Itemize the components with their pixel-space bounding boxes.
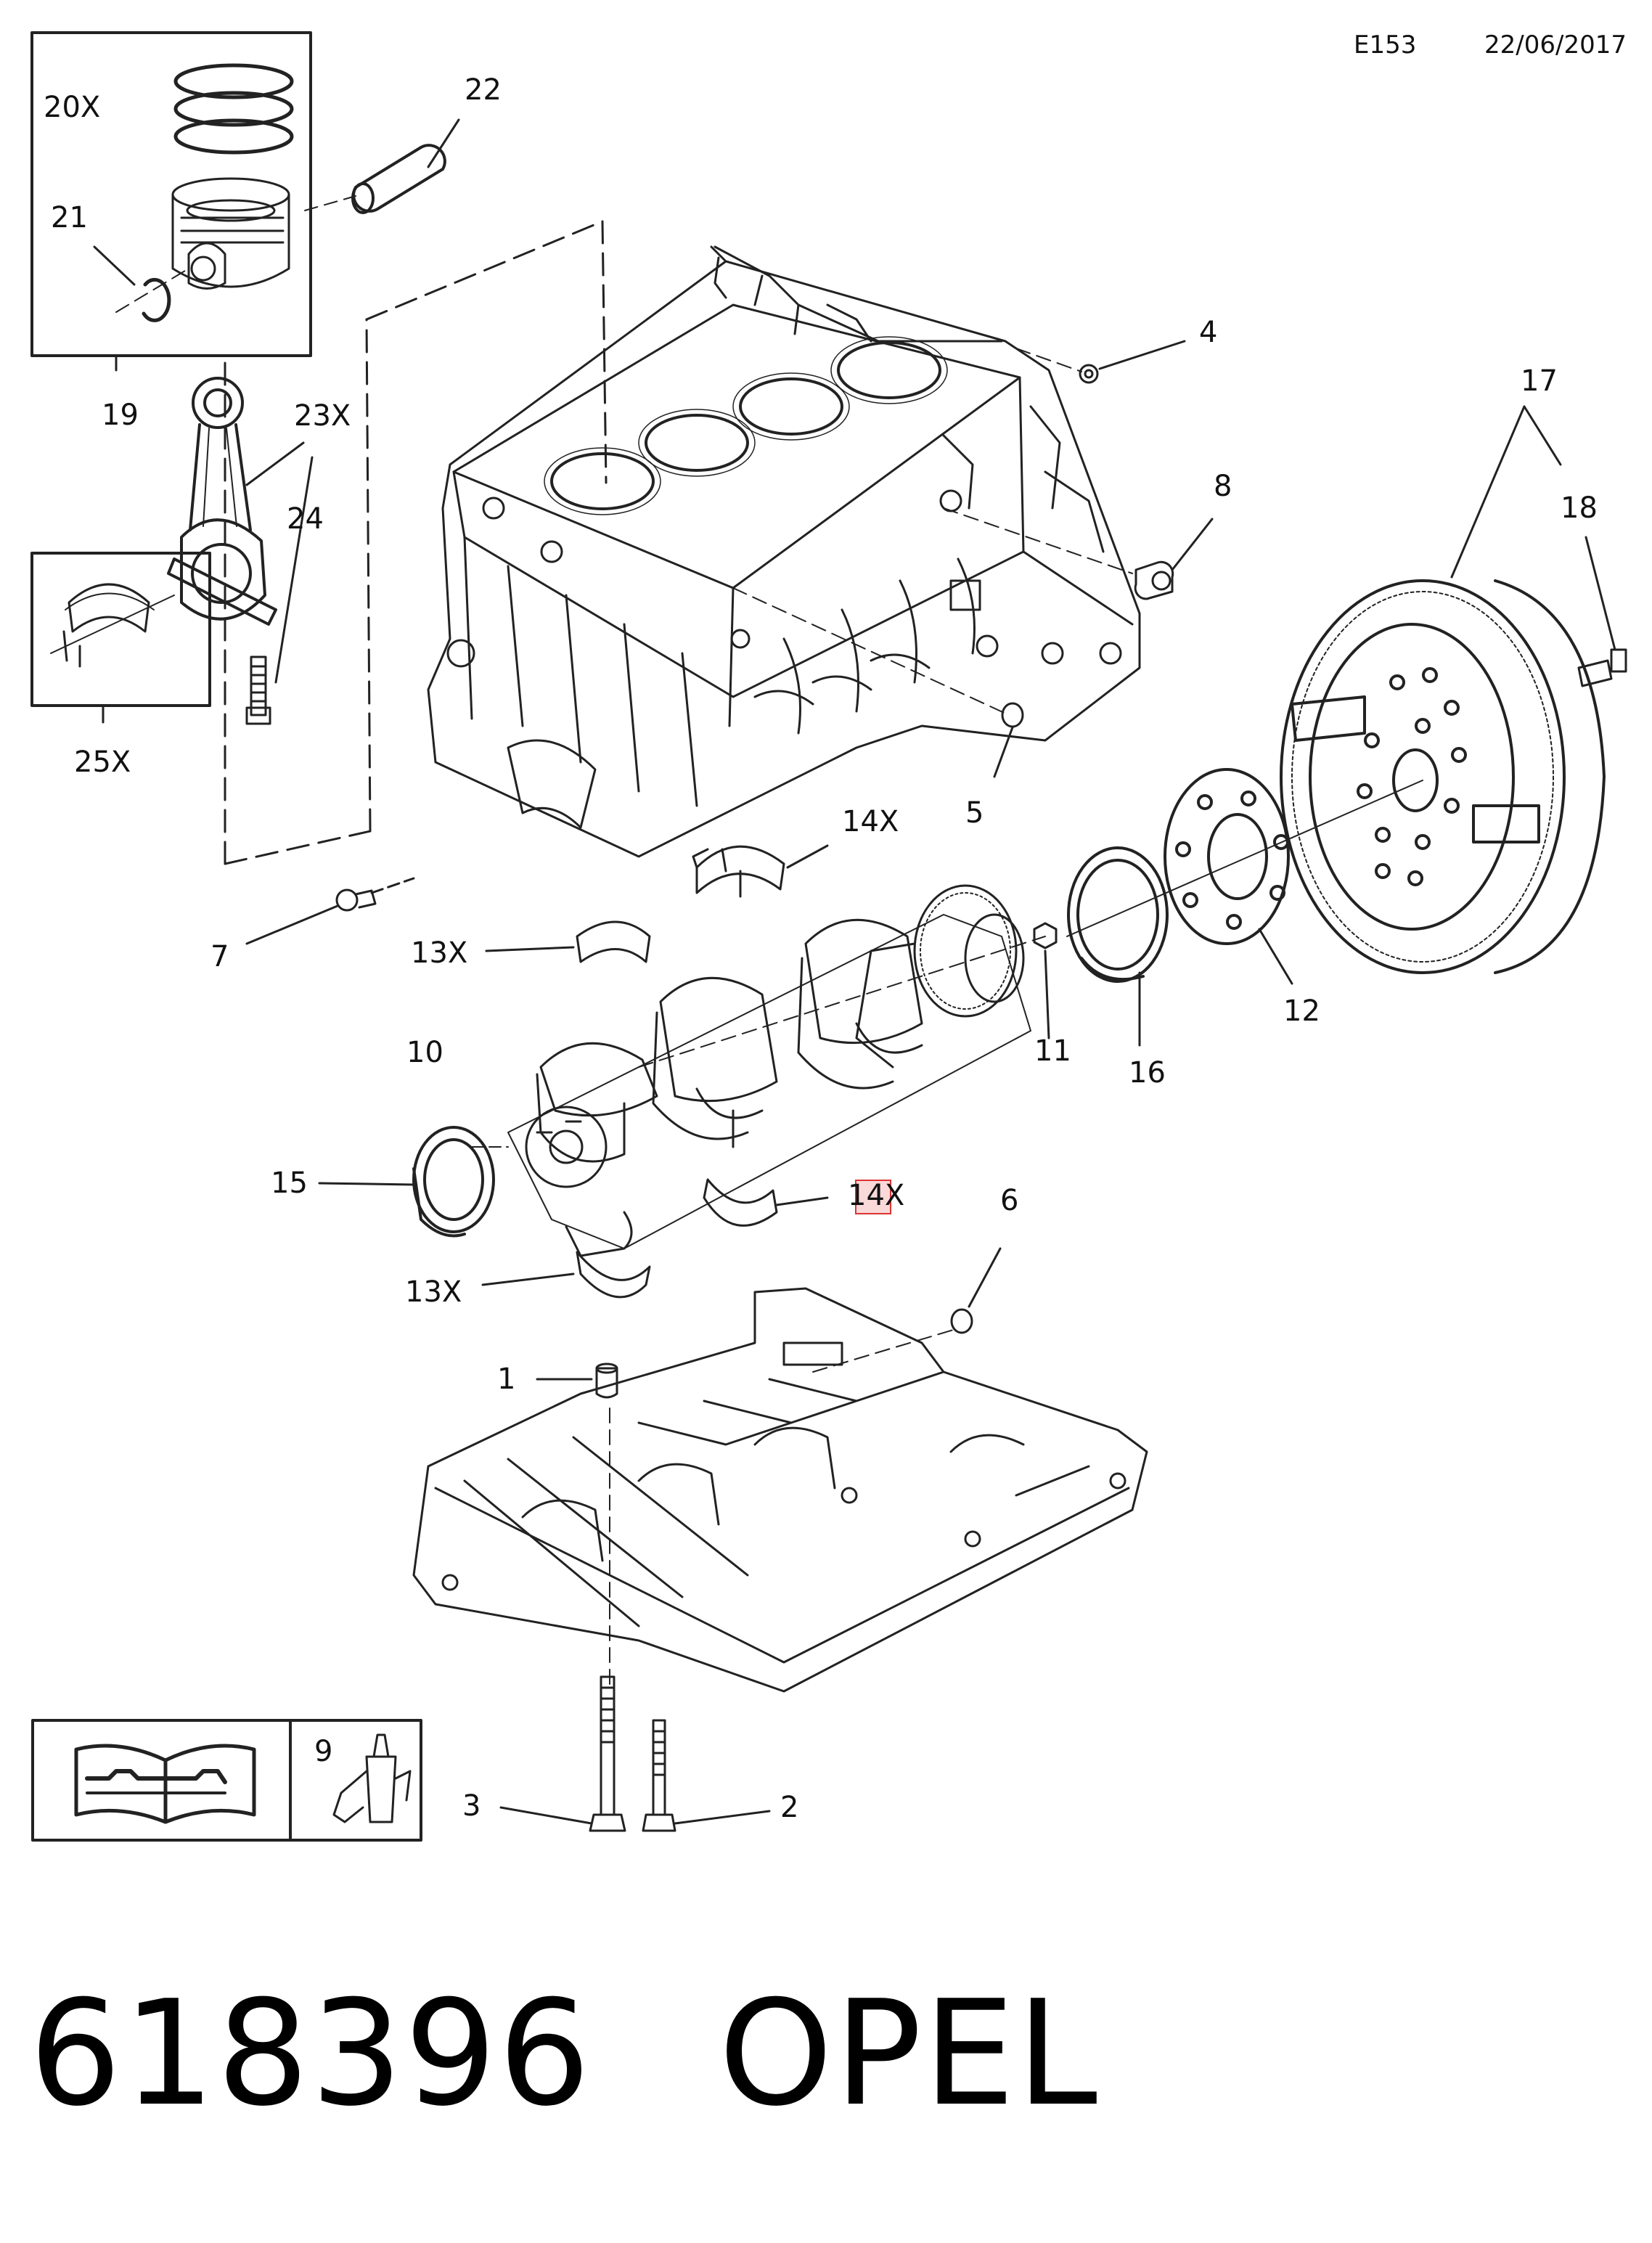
dowel-pin (536, 1362, 618, 1399)
callout-7: 7 (210, 940, 229, 973)
rod-bearing-box (30, 552, 211, 724)
diagram-code: E153 (1354, 30, 1417, 60)
bedplate (412, 1287, 1148, 1693)
long-bolt (499, 1675, 626, 1832)
callout-13x-lower: 13X (405, 1275, 462, 1309)
reluctor-plate (1164, 768, 1293, 985)
crank-bolt (1033, 922, 1058, 1039)
callout-13x-upper: 13X (411, 936, 468, 970)
callout-16: 16 (1129, 1056, 1166, 1090)
callout-highlight (855, 1180, 891, 1214)
callout-21: 21 (51, 201, 88, 234)
rod-bolt (245, 655, 271, 725)
callout-9: 9 (314, 1735, 333, 1768)
bedplate-plug (950, 1247, 1002, 1334)
crankshaft (507, 884, 1031, 1257)
callout-1: 1 (497, 1362, 516, 1396)
block-plug-8 (1134, 518, 1214, 600)
callout-20x: 20X (44, 91, 101, 124)
callout-6: 6 (1000, 1184, 1019, 1217)
callout-22: 22 (465, 73, 502, 107)
callout-14x-upper: 14X (842, 805, 899, 838)
callout-19: 19 (102, 399, 139, 432)
short-bolt (642, 1719, 771, 1832)
callout-4: 4 (1199, 316, 1218, 349)
block-plug-5 (993, 702, 1024, 778)
brand-name: OPEL (719, 1969, 1099, 2138)
main-bearing-upper-1 (692, 844, 829, 898)
rear-seal (1067, 846, 1169, 1047)
manual-wrench-icon (74, 1744, 256, 1824)
main-bearing-upper-2 (703, 1178, 829, 1227)
piston-pin (304, 118, 460, 214)
block-plug-7 (245, 877, 415, 945)
piston-rings (173, 63, 294, 155)
callout-3: 3 (462, 1789, 481, 1823)
flywheel (1280, 405, 1606, 974)
circlip (142, 277, 171, 322)
callout-5: 5 (965, 796, 984, 830)
callout-24: 24 (287, 502, 324, 536)
cylinder-block (427, 245, 1141, 858)
notes-box (31, 1719, 422, 1842)
diagram-date: 22/06/2017 (1484, 30, 1627, 60)
piston-group-box (30, 31, 312, 372)
main-bearing-lower-2 (481, 1251, 651, 1299)
callout-11: 11 (1034, 1034, 1071, 1068)
adhesive-tube-icon (332, 1733, 412, 1823)
callout-2: 2 (780, 1791, 799, 1824)
callout-12: 12 (1283, 994, 1320, 1028)
callout-17: 17 (1521, 364, 1558, 398)
piston (171, 177, 290, 290)
callout-23x: 23X (294, 399, 351, 433)
callout-18: 18 (1561, 491, 1598, 525)
callout-25x: 25X (74, 745, 131, 779)
part-number: 618396 (29, 1969, 592, 2138)
main-bearing-lower-1 (485, 920, 651, 963)
callout-14x-lower: 14X (848, 1179, 905, 1212)
callout-8: 8 (1214, 470, 1232, 503)
flywheel-bolt (1577, 536, 1627, 687)
front-seal (318, 1126, 495, 1238)
block-plug-4 (1079, 340, 1186, 384)
connecting-rod (167, 377, 314, 684)
callout-15: 15 (271, 1167, 308, 1200)
callout-10: 10 (406, 1036, 443, 1069)
